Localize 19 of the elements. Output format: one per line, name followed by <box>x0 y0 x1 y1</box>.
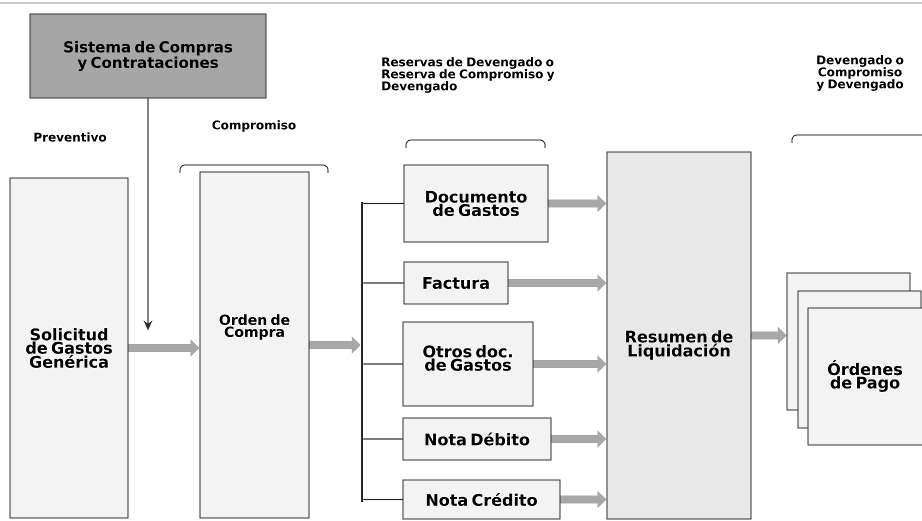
connector-line <box>363 282 404 284</box>
column-heading: Compromiso <box>212 120 296 132</box>
process-box: Solicitud de Gastos Genérica <box>10 178 128 518</box>
process-box: Orden de Compra <box>200 172 310 518</box>
connector-line <box>363 363 402 365</box>
connector-line <box>363 498 402 500</box>
column-heading: Devengado o Compromiso y Devengado <box>816 55 904 91</box>
connector-line <box>363 438 402 440</box>
process-box: Nota Crédito <box>402 480 560 520</box>
process-box: Documento de Gastos <box>404 164 548 242</box>
document-stack: Órdenes de Pago <box>786 272 922 446</box>
column-heading: Preventivo <box>34 132 106 142</box>
process-box: Resumen de Liquidación <box>606 152 752 520</box>
process-box: Nota Débito <box>402 418 552 460</box>
column-heading: Reservas de Devengado o Reserva de Compromiso y Devengado <box>382 57 554 93</box>
connector-line <box>363 202 404 204</box>
process-box: Sistema de Compras y Contrataciones <box>30 14 266 98</box>
process-box: Factura <box>404 262 508 304</box>
process-box: Otros doc. de Gastos <box>402 322 534 406</box>
